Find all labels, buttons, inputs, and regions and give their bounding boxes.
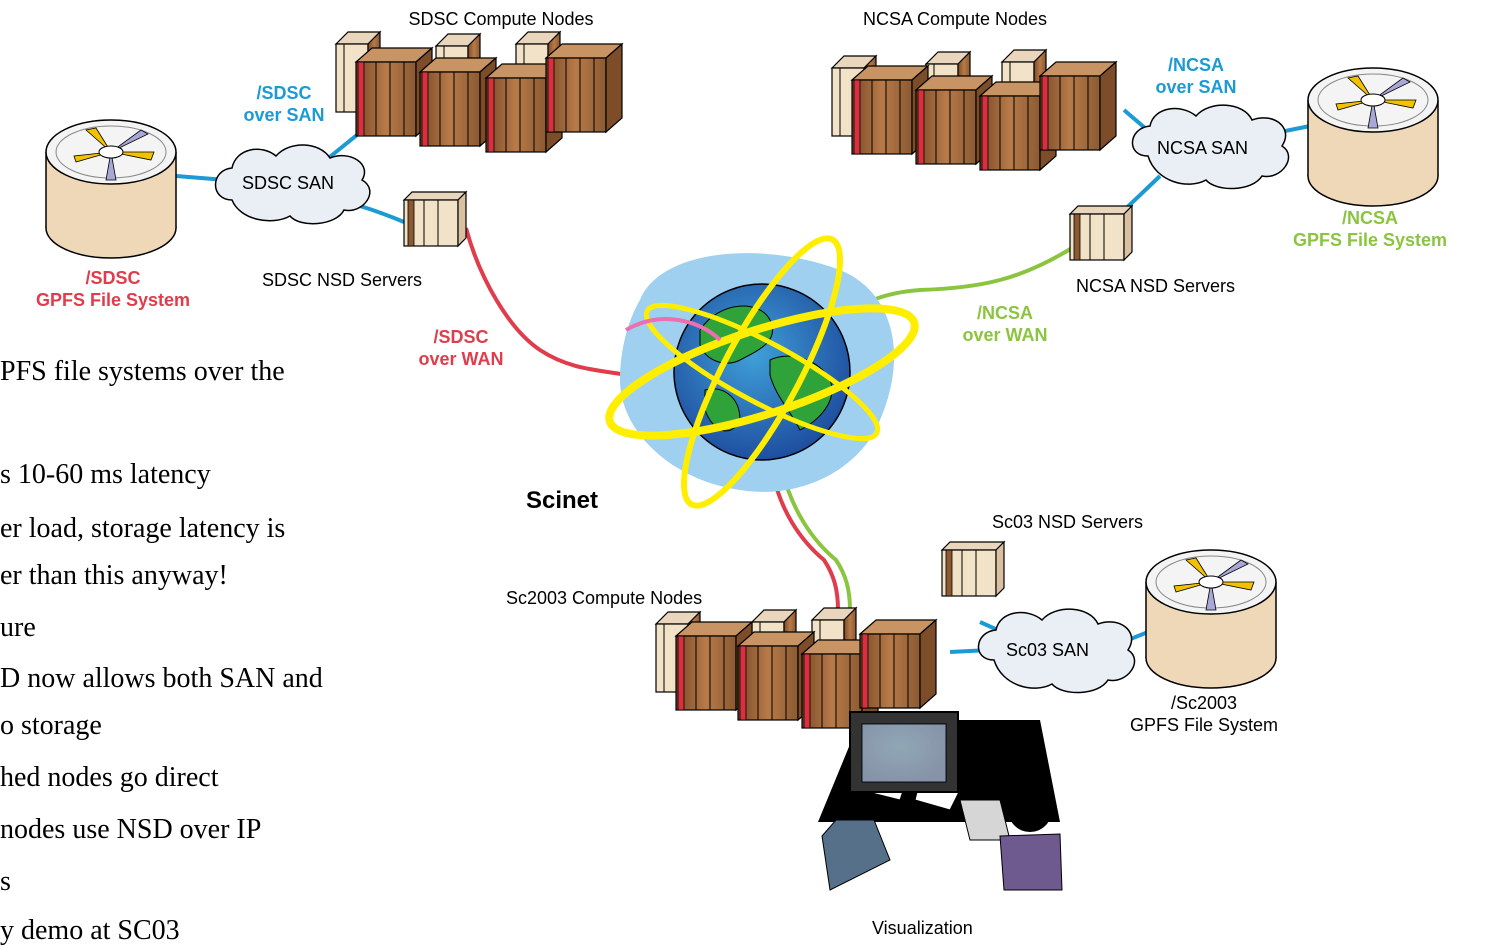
bullet-text: o storage bbox=[0, 710, 102, 741]
bullet-text: hed nodes go direct bbox=[0, 762, 219, 793]
sc03-san-cloud bbox=[977, 608, 1136, 694]
bullet-text: ure bbox=[0, 612, 36, 643]
sc2003-compute-racks bbox=[655, 607, 937, 729]
sc03-wan-green bbox=[780, 469, 852, 611]
sdsc-nsd-label: SDSC NSD Servers bbox=[262, 270, 423, 290]
sdsc-wan-link bbox=[464, 227, 635, 378]
bullet-text: PFS file systems over the bbox=[0, 356, 285, 387]
bullet-text: nodes use NSD over IP bbox=[0, 814, 262, 845]
sc03-nsd-label: Sc03 NSD Servers bbox=[992, 512, 1144, 532]
sc03-san-label: Sc03 SAN bbox=[1006, 640, 1090, 660]
bullet-text: y demo at SC03 bbox=[0, 915, 180, 946]
visualization-scene bbox=[818, 711, 1063, 891]
ncsa-san-cloud bbox=[1131, 104, 1290, 190]
ncsa-compute-racks bbox=[831, 49, 1117, 171]
sdsc-compute-racks bbox=[335, 31, 623, 153]
sdsc-san-label: SDSC SAN bbox=[242, 173, 335, 193]
bullet-text: s bbox=[0, 866, 11, 897]
scinet-label: Scinet bbox=[526, 487, 599, 514]
ncsa-compute-label: NCSA Compute Nodes bbox=[862, 9, 1048, 29]
sc03-wan-red bbox=[770, 469, 840, 611]
sdsc-compute-label: SDSC Compute Nodes bbox=[408, 9, 594, 29]
bullet-text: er load, storage latency is bbox=[0, 513, 286, 544]
ncsa-nsd-label: NCSA NSD Servers bbox=[1076, 276, 1236, 296]
visualization-label: Visualization bbox=[872, 918, 973, 938]
bullet-text: er than this anyway! bbox=[0, 560, 228, 591]
sdsc-san-cloud bbox=[214, 144, 371, 225]
sc2003-compute-label: Sc2003 Compute Nodes bbox=[506, 588, 703, 608]
ncsa-san-label: NCSA SAN bbox=[1157, 138, 1249, 158]
ncsa-wan-link bbox=[849, 246, 1074, 312]
scinet-globe bbox=[605, 235, 919, 509]
bullet-text: s 10-60 ms latency bbox=[0, 459, 211, 490]
bullet-text: D now allows both SAN and bbox=[0, 663, 323, 694]
